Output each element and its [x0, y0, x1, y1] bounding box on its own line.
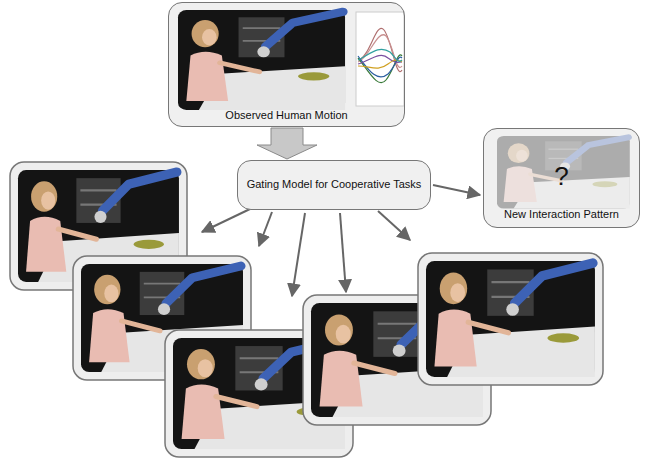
photo — [426, 261, 595, 377]
panel-label: New Interaction Pattern — [504, 208, 619, 221]
process-box: Gating Model for Cooperative Tasks — [237, 160, 431, 210]
example-arrow — [378, 211, 410, 240]
block-arrow — [257, 128, 317, 159]
panel-fill — [168, 2, 405, 127]
curve — [358, 35, 402, 68]
question-mark: ? — [554, 161, 568, 192]
example-arrow — [202, 209, 250, 232]
panel-fill — [483, 128, 640, 228]
trajectory-curves — [358, 28, 402, 82]
photo — [497, 136, 630, 209]
photo — [178, 10, 345, 110]
example-arrow — [292, 213, 305, 296]
output-panel: ? New Interaction Pattern — [483, 128, 640, 228]
input-panel: Observed Human Motion — [168, 2, 405, 127]
curve — [358, 56, 402, 77]
example-arrow — [259, 212, 272, 246]
connector-arrow — [433, 185, 480, 195]
frame — [418, 253, 603, 385]
curve — [358, 60, 402, 68]
faded-photo — [497, 136, 630, 209]
panel-label: Observed Human Motion — [225, 109, 347, 122]
example-arrow — [340, 213, 346, 292]
trajectory-plot — [356, 12, 404, 106]
process-label: Gating Model for Cooperative Tasks — [247, 178, 422, 191]
example-frame — [418, 253, 603, 385]
curve — [358, 49, 402, 61]
